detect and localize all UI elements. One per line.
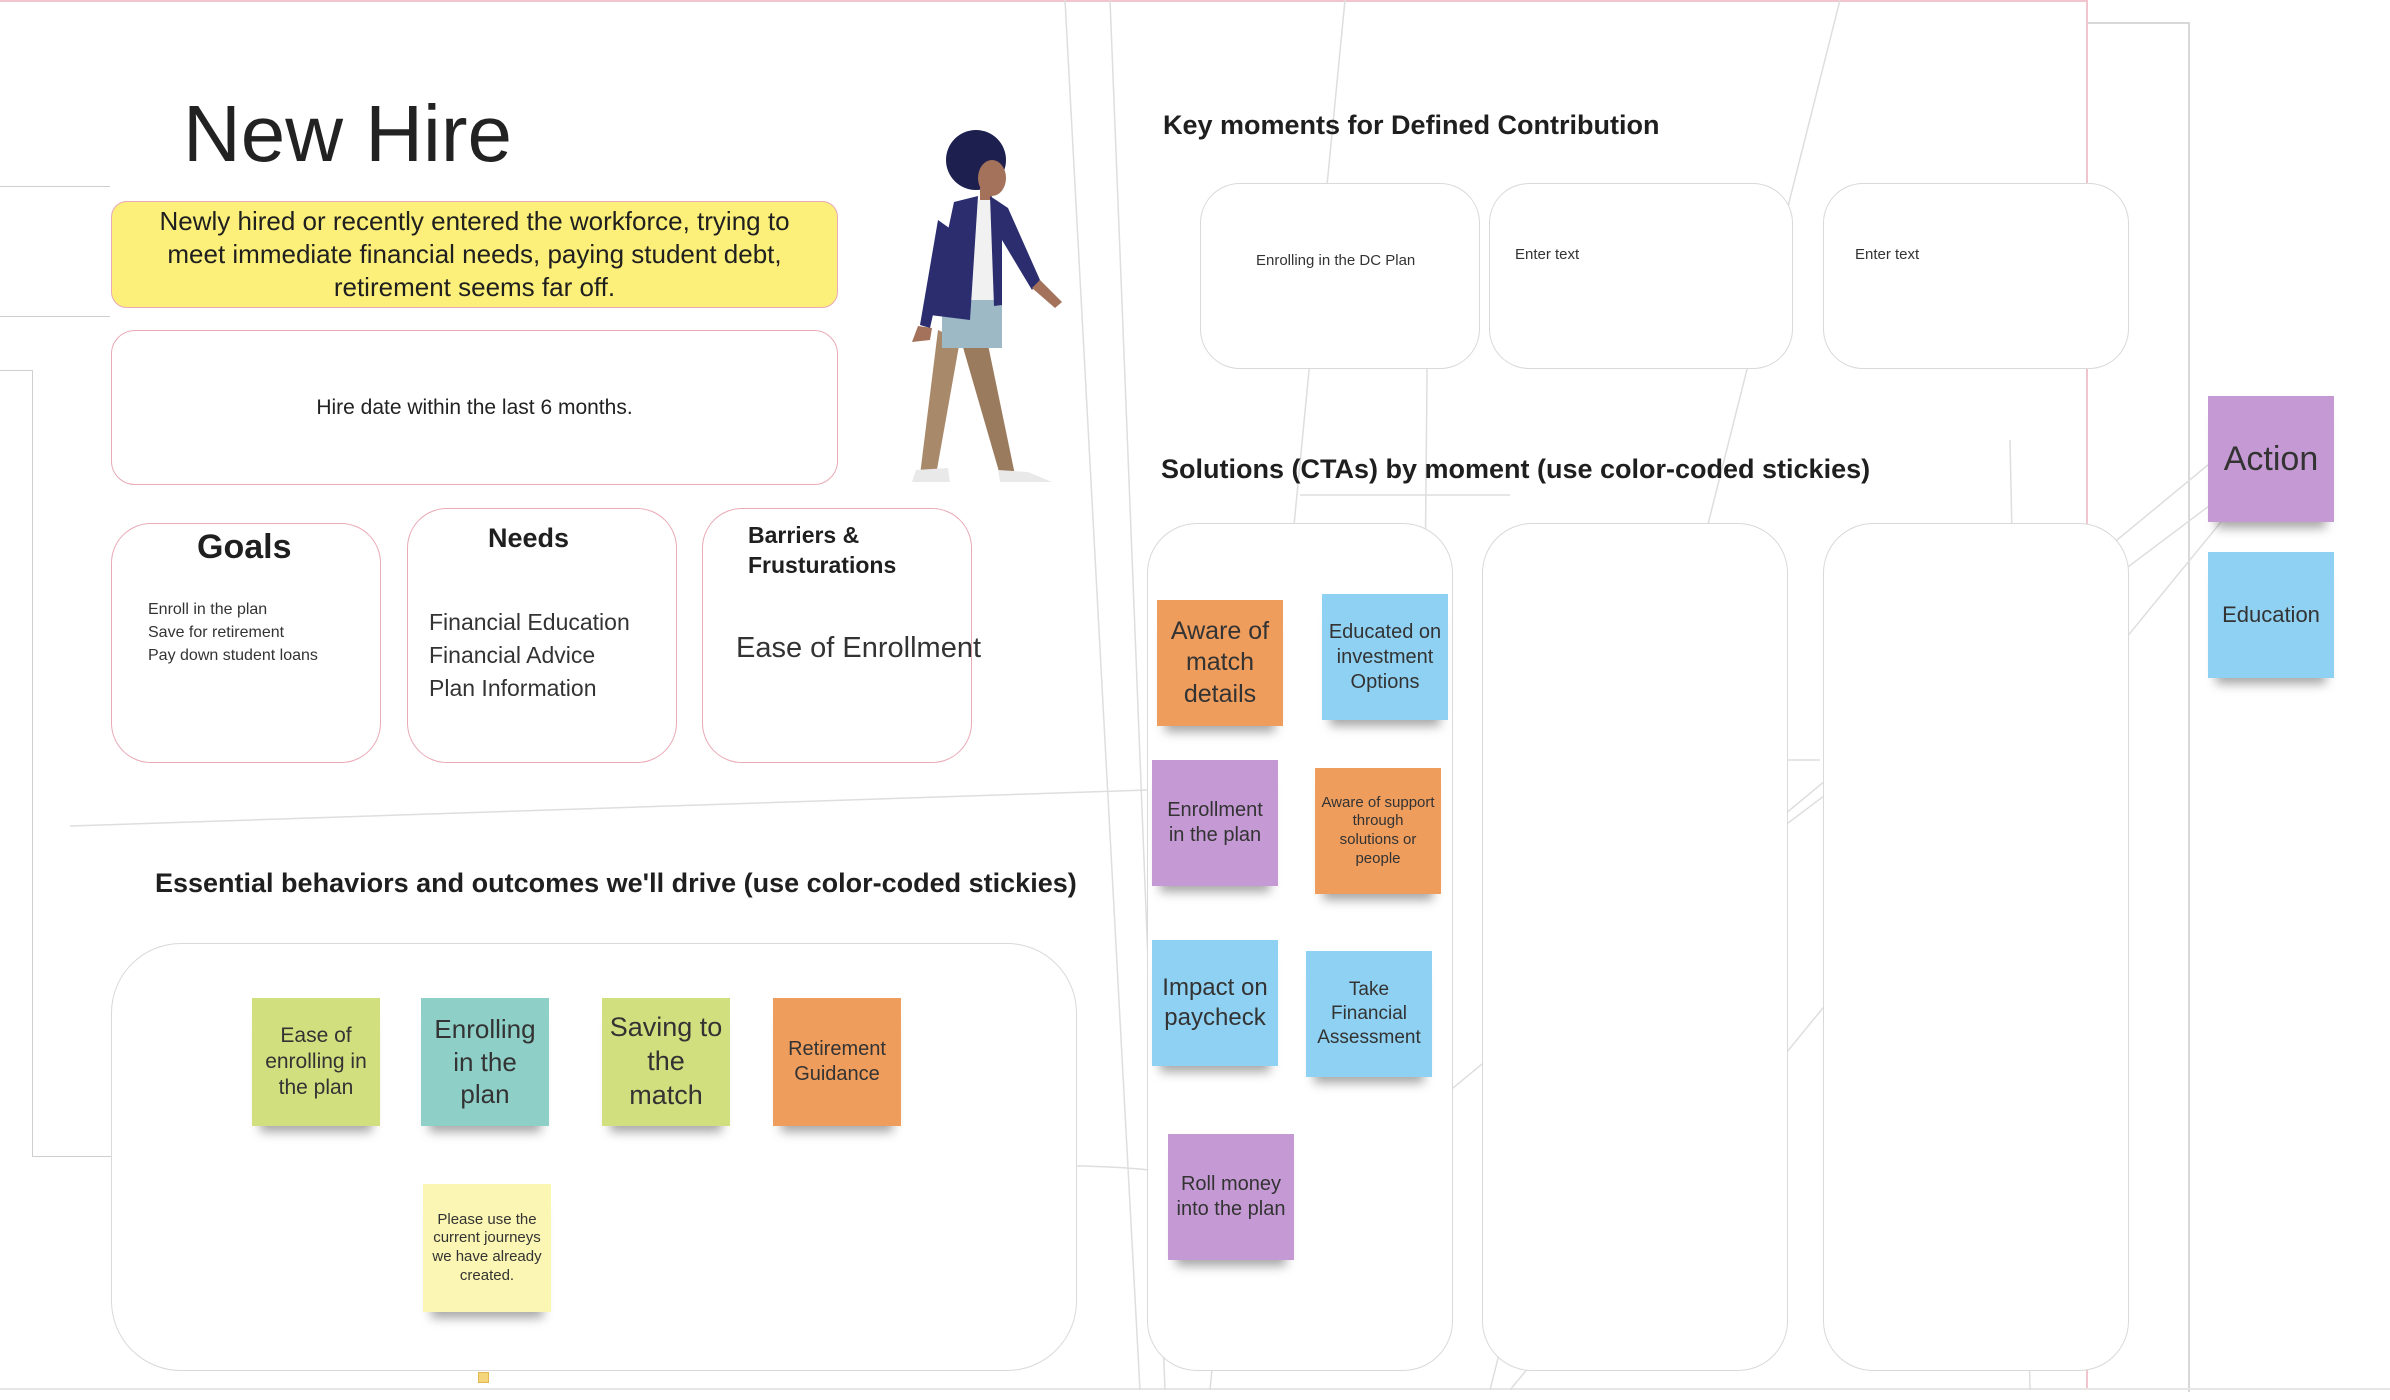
moment-card-text: Enter text — [1855, 246, 1920, 263]
sticky-aware-of-match[interactable]: Aware of match details — [1157, 600, 1283, 726]
solutions-heading: Solutions (CTAs) by moment (use color-co… — [1161, 454, 1871, 484]
persona-description[interactable]: Newly hired or recently entered the work… — [111, 201, 838, 308]
moment-card-1[interactable]: Enrolling in the DC Plan — [1200, 183, 1480, 369]
sticky-text: Enrollment in the plan — [1167, 799, 1263, 846]
guide-line — [2088, 22, 2188, 24]
goals-list: Enroll in the plan Save for retirement P… — [148, 598, 318, 667]
sticky-text: Educated on investment Options — [1328, 620, 1442, 693]
barriers-card[interactable] — [702, 508, 972, 763]
key-moments-heading: Key moments for Defined Contribution — [1163, 110, 1660, 140]
selection-handle[interactable] — [478, 1372, 489, 1383]
guide-line — [0, 1388, 2390, 1390]
moment-card-text: Enter text — [1515, 246, 1580, 263]
hire-date-card[interactable]: Hire date within the last 6 months. — [111, 330, 838, 485]
goals-title: Goals — [197, 528, 292, 566]
sticky-text: Enrolling in the plan — [434, 1014, 536, 1110]
walking-person-illustration — [912, 130, 1062, 482]
goals-card[interactable] — [111, 523, 381, 763]
needs-item: Financial Education — [429, 609, 630, 635]
legend-text: Action — [2223, 439, 2319, 478]
needs-card[interactable] — [407, 508, 677, 763]
guide-line — [32, 370, 33, 1156]
sticky-journeys-note[interactable]: Please use the current journeys we have … — [423, 1184, 551, 1312]
moment-card-2[interactable]: Enter text — [1489, 183, 1793, 369]
sticky-enrollment-in-plan[interactable]: Enrollment in the plan — [1152, 760, 1278, 886]
sticky-text: Aware of support through solutions or pe… — [1321, 793, 1435, 867]
guide-line — [0, 370, 32, 371]
needs-item: Financial Advice — [429, 642, 596, 668]
sticky-text: Please use the current journeys we have … — [432, 1210, 542, 1284]
goals-item: Save for retirement — [148, 624, 285, 641]
guide-line — [2188, 22, 2190, 1392]
moment-card-3[interactable]: Enter text — [1823, 183, 2129, 369]
sticky-educated-investment[interactable]: Educated on investment Options — [1322, 594, 1448, 720]
sticky-text: Take Financial Assessment — [1317, 979, 1421, 1048]
legend-text: Education — [2222, 602, 2320, 628]
guide-line — [0, 186, 110, 187]
guide-line — [0, 316, 110, 317]
solutions-column-2[interactable] — [1482, 523, 1788, 1371]
needs-list: Financial Education Financial Advice Pla… — [429, 606, 630, 705]
guide-line — [32, 1156, 112, 1157]
legend-action[interactable]: Action — [2208, 396, 2334, 522]
page-title: New Hire — [183, 89, 512, 178]
guide-line — [0, 0, 2088, 2]
hire-date-text: Hire date within the last 6 months. — [316, 395, 633, 419]
goals-item: Enroll in the plan — [148, 601, 268, 618]
sticky-ease-of-enrolling[interactable]: Ease of enrolling in the plan — [252, 998, 380, 1126]
sticky-retirement-guidance[interactable]: Retirement Guidance — [773, 998, 901, 1126]
moment-card-text: Enrolling in the DC Plan — [1256, 252, 1416, 269]
solutions-column-3[interactable] — [1823, 523, 2129, 1371]
sticky-text: Aware of match details — [1170, 617, 1270, 708]
sticky-roll-money[interactable]: Roll money into the plan — [1168, 1134, 1294, 1260]
sticky-saving-to-match[interactable]: Saving to the match — [602, 998, 730, 1126]
barriers-text: Ease of Enrollment — [736, 632, 982, 664]
barriers-title: Barriers & Frusturations — [748, 522, 897, 578]
legend-education[interactable]: Education — [2208, 552, 2334, 678]
needs-item: Plan Information — [429, 675, 597, 701]
sticky-text: Ease of enrolling in the plan — [265, 1023, 367, 1100]
behaviors-heading: Essential behaviors and outcomes we'll d… — [155, 868, 1077, 898]
sticky-enrolling-in-plan[interactable]: Enrolling in the plan — [421, 998, 549, 1126]
sticky-text: Impact on paycheck — [1162, 974, 1268, 1031]
sticky-take-financial-assessment[interactable]: Take Financial Assessment — [1306, 951, 1432, 1077]
sticky-text: Retirement Guidance — [788, 1038, 886, 1085]
persona-description-text: Newly hired or recently entered the work… — [159, 205, 790, 302]
needs-title: Needs — [488, 523, 570, 553]
sticky-impact-on-paycheck[interactable]: Impact on paycheck — [1152, 940, 1278, 1066]
sticky-text: Roll money into the plan — [1176, 1173, 1286, 1220]
sticky-aware-of-support[interactable]: Aware of support through solutions or pe… — [1315, 768, 1441, 894]
goals-item: Pay down student loans — [148, 647, 318, 664]
sticky-text: Saving to the match — [609, 1012, 723, 1110]
